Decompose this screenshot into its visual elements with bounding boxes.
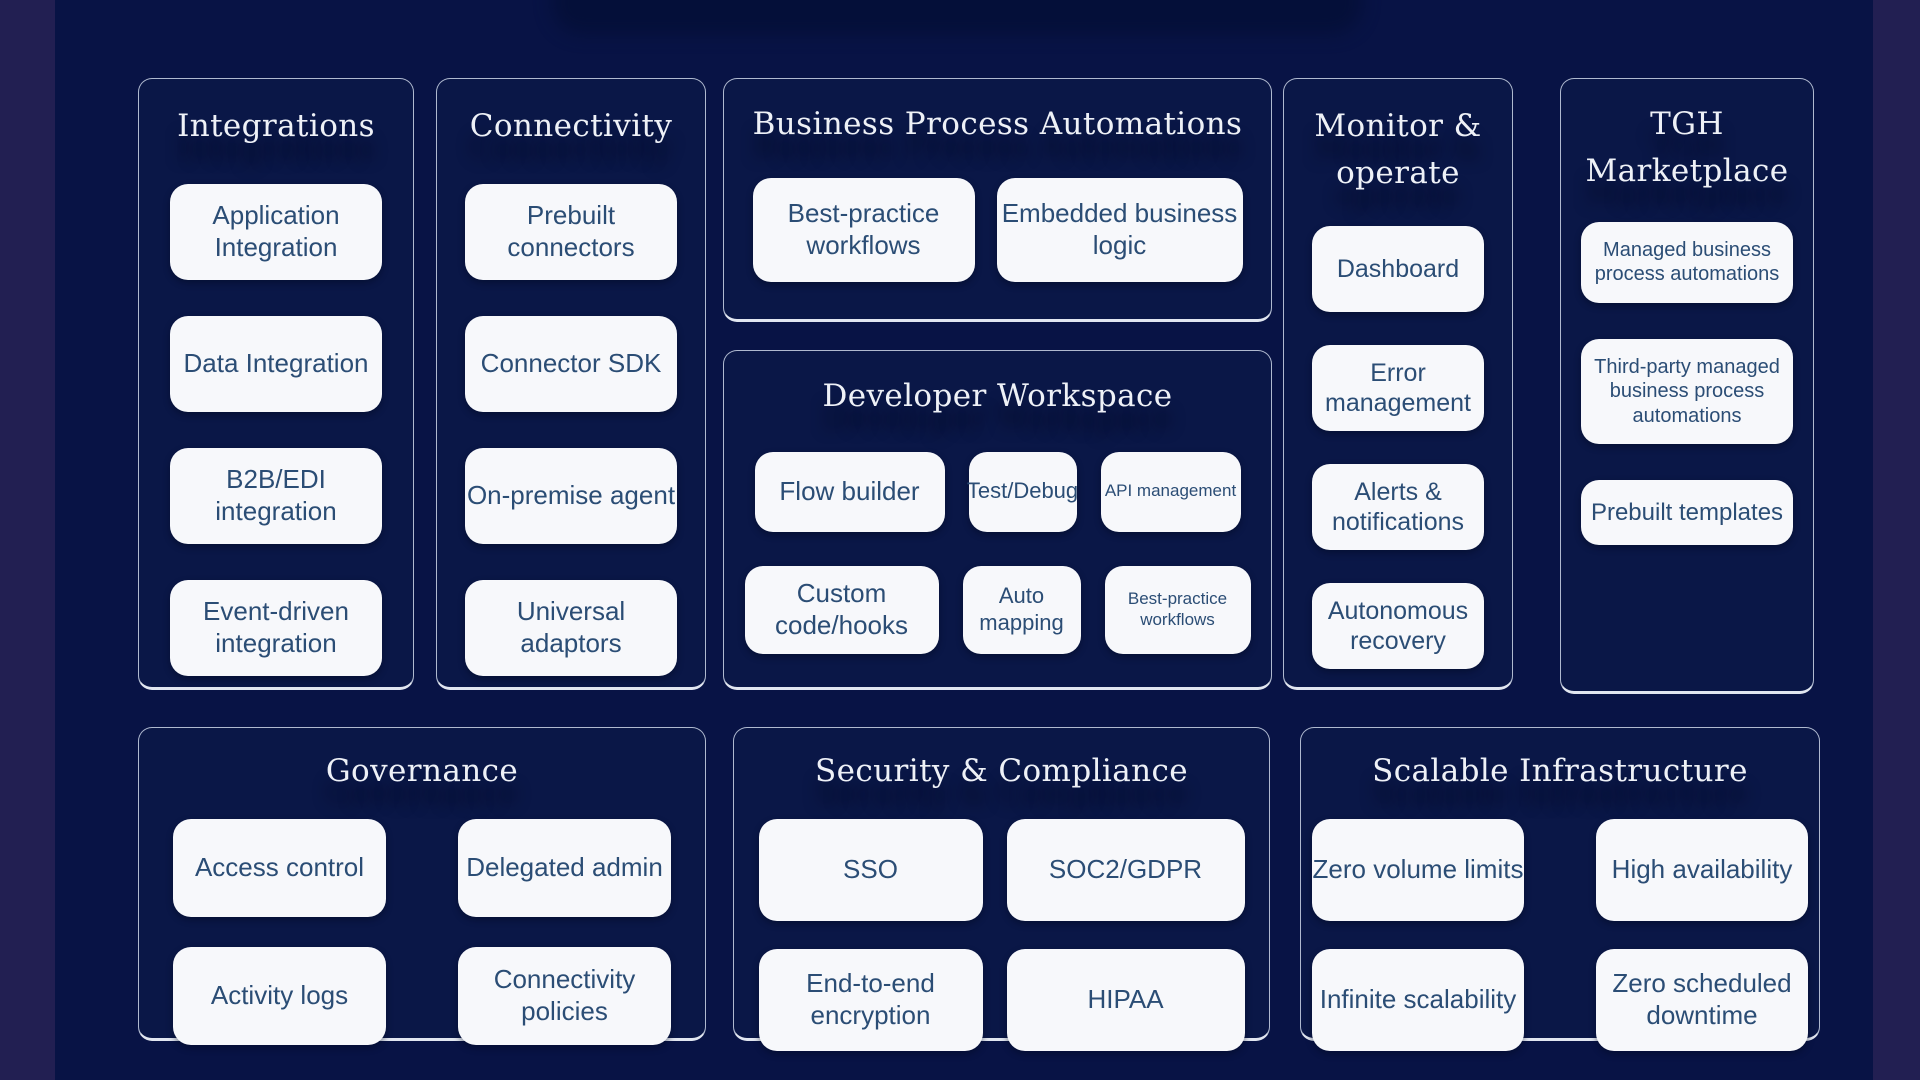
chip-event-driven-integration: Event-driven integration	[170, 579, 382, 676]
chip-third-party-managed-bpa: Third-party managed business process aut…	[1581, 338, 1793, 444]
panel-title: Governance	[325, 753, 519, 789]
chip-universal-adaptors: Universal adaptors	[465, 579, 677, 676]
chip-on-premise-agent: On-premise agent	[465, 447, 677, 544]
panel-title: Connectivity	[469, 108, 673, 144]
panel-title: Business Process Automations	[752, 106, 1243, 142]
panel-governance: Governance Access control Delegated admi…	[138, 727, 706, 1045]
chip-prebuilt-connectors: Prebuilt connectors	[465, 183, 677, 280]
panel-title: Monitor & operate	[1314, 108, 1482, 191]
chip-list: Managed business process automations Thi…	[1581, 222, 1793, 546]
chip-grid: SSO SOC2/GDPR End-to-end encryption HIPA…	[758, 818, 1245, 1051]
chip-error-management: Error management	[1312, 345, 1484, 431]
chip-grid: Access control Delegated admin Activity …	[173, 818, 671, 1045]
panel-title: Integrations	[177, 108, 375, 144]
chip-auto-mapping: Auto mapping	[962, 565, 1081, 654]
chip-delegated-admin: Delegated admin	[458, 818, 671, 917]
chip-high-availability: High availability	[1596, 818, 1808, 921]
chip-dashboard: Dashboard	[1312, 226, 1484, 312]
chip-infinite-scalability: Infinite scalability	[1312, 948, 1524, 1051]
chip-flow-builder: Flow builder	[754, 451, 945, 532]
chip-prebuilt-templates: Prebuilt templates	[1581, 479, 1793, 546]
panel-integrations: Integrations Application Integration Dat…	[138, 78, 414, 690]
chip-data-integration: Data Integration	[170, 315, 382, 412]
chip-b2b-edi-integration: B2B/EDI integration	[170, 447, 382, 544]
chip-list: Application Integration Data Integration…	[139, 183, 413, 676]
panel-tgh-marketplace: TGH Marketplace Managed business process…	[1560, 78, 1814, 694]
chip-row: Custom code/hooks Auto mapping Best-prac…	[744, 565, 1251, 654]
chip-list: Dashboard Error management Alerts & noti…	[1312, 226, 1484, 669]
panel-security-compliance: Security & Compliance SSO SOC2/GDPR End-…	[733, 727, 1270, 1051]
chip-end-to-end-encryption: End-to-end encryption	[758, 948, 983, 1051]
chip-zero-volume-limits: Zero volume limits	[1312, 818, 1524, 921]
chip-application-integration: Application Integration	[170, 183, 382, 280]
panel-title: Security & Compliance	[815, 753, 1188, 789]
panel-title: Developer Workspace	[822, 378, 1173, 414]
chip-connector-sdk: Connector SDK	[465, 315, 677, 412]
chip-sso: SSO	[758, 818, 983, 921]
chip-autonomous-recovery: Autonomous recovery	[1312, 583, 1484, 669]
chip-grid: Zero volume limits High availability Inf…	[1312, 818, 1808, 1051]
panel-business-process-automations: Business Process Automations Best-practi…	[723, 78, 1272, 322]
panel-title: TGH Marketplace	[1585, 106, 1789, 189]
chip-test-debug: Test/Debug	[967, 451, 1078, 532]
chip-custom-code-hooks: Custom code/hooks	[744, 565, 939, 654]
chip-managed-bpa: Managed business process automations	[1581, 222, 1793, 303]
chip-embedded-business-logic: Embedded business logic	[996, 177, 1243, 282]
panel-developer-workspace: Developer Workspace Flow builder Test/De…	[723, 350, 1272, 690]
right-background-strip	[1873, 0, 1920, 1080]
panel-title: Scalable Infrastructure	[1372, 753, 1748, 789]
cropped-page-title-ghost	[552, 0, 1362, 34]
chip-soc2-gdpr: SOC2/GDPR	[1006, 818, 1245, 921]
panel-connectivity: Connectivity Prebuilt connectors Connect…	[436, 78, 706, 690]
chip-connectivity-policies: Connectivity policies	[458, 946, 671, 1045]
chip-hipaa: HIPAA	[1006, 948, 1245, 1051]
chip-activity-logs: Activity logs	[173, 946, 386, 1045]
chip-alerts-notifications: Alerts & notifications	[1312, 464, 1484, 550]
panel-monitor-operate: Monitor & operate Dashboard Error manage…	[1283, 78, 1513, 690]
chip-api-management: API management	[1100, 451, 1241, 532]
chip-row: Flow builder Test/Debug API management	[745, 451, 1251, 532]
chip-rows: Flow builder Test/Debug API management C…	[744, 451, 1251, 654]
chip-best-practice-workflows: Best-practice workflows	[752, 177, 975, 282]
chip-zero-scheduled-downtime: Zero scheduled downtime	[1596, 948, 1808, 1051]
chip-list: Prebuilt connectors Connector SDK On-pre…	[437, 183, 705, 676]
left-background-strip	[0, 0, 55, 1080]
chip-access-control: Access control	[173, 818, 386, 917]
panel-scalable-infrastructure: Scalable Infrastructure Zero volume limi…	[1300, 727, 1820, 1051]
chip-best-practice-workflows-small: Best-practice workflows	[1104, 565, 1251, 654]
chip-list: Best-practice workflows Embedded busines…	[752, 177, 1243, 282]
